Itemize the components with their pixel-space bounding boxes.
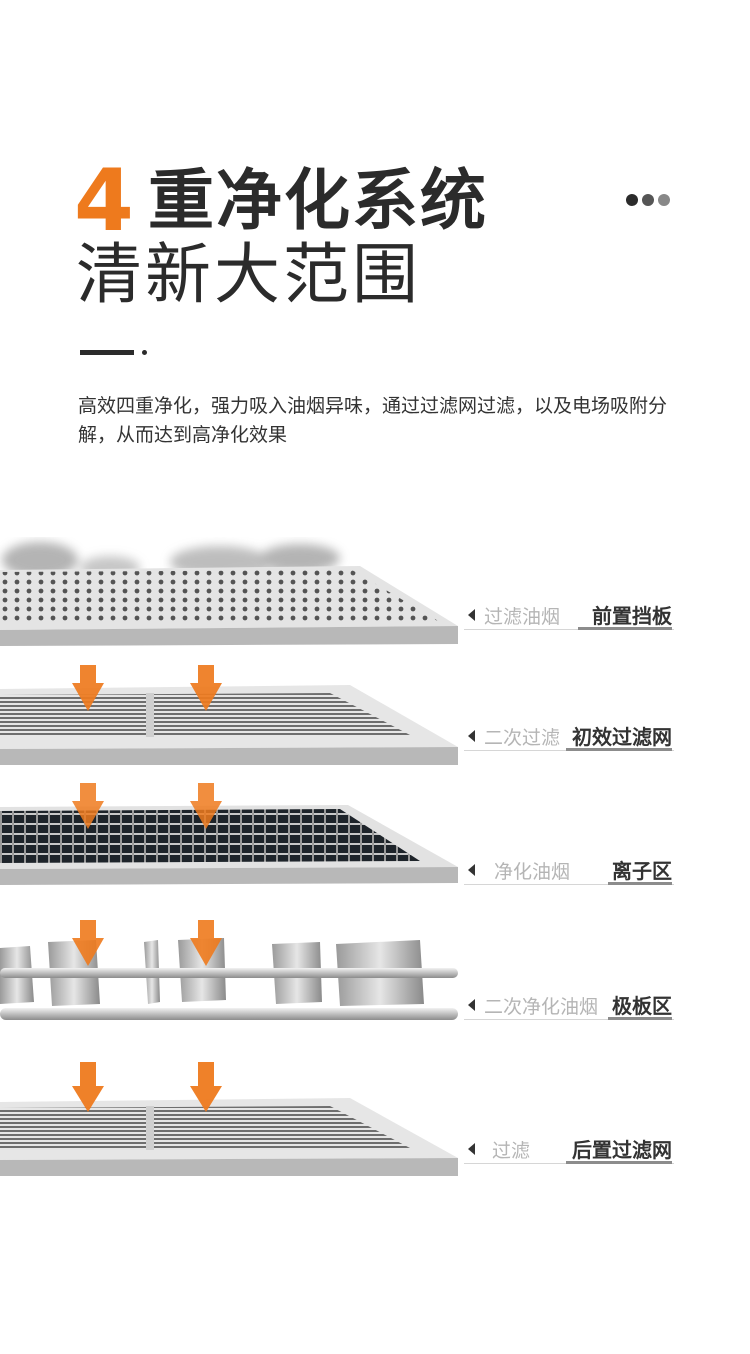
label-primary-filter: 二次过滤 初效过滤网	[464, 721, 674, 751]
label-underline-accent	[608, 1017, 672, 1020]
electrode-plates-illustration	[0, 920, 458, 1020]
divider-line	[80, 350, 134, 355]
label-underline-accent	[578, 627, 672, 630]
label-underline-accent	[566, 748, 672, 751]
label-underline	[464, 1019, 674, 1020]
layer-name: 初效过滤网	[572, 725, 672, 749]
layer-function: 净化油烟	[494, 861, 571, 883]
layer-name: 前置挡板	[592, 604, 672, 628]
heading-number: 4	[74, 151, 134, 251]
layer-front-baffle: 过滤油烟 前置挡板	[0, 560, 750, 660]
dot	[626, 194, 638, 206]
pointer-left-icon	[468, 864, 475, 876]
pointer-left-icon	[468, 609, 475, 621]
label-ion-zone: 净化油烟 离子区	[464, 855, 674, 885]
dot	[642, 194, 654, 206]
layer-name: 离子区	[612, 859, 672, 883]
pointer-left-icon	[468, 730, 475, 742]
layer-name: 后置过滤网	[572, 1138, 672, 1162]
label-underline-accent	[608, 882, 672, 885]
filter-plate-illustration	[0, 665, 458, 765]
perforated-plate-illustration	[0, 566, 458, 646]
layer-function: 二次过滤	[484, 727, 561, 749]
divider-dot	[142, 350, 147, 355]
layer-ion-zone: 净化油烟 离子区	[0, 783, 750, 893]
label-underline-accent	[566, 1161, 672, 1164]
label-underline	[464, 884, 674, 885]
layer-function: 过滤油烟	[484, 606, 561, 628]
layer-plate-zone: 二次净化油烟 极板区	[0, 920, 750, 1030]
label-underline	[464, 629, 674, 630]
heading-subtitle: 清新大范围	[76, 236, 421, 313]
pointer-left-icon	[468, 1143, 475, 1155]
layer-rear-filter: 过滤 后置过滤网	[0, 1062, 750, 1182]
label-rear-filter: 过滤 后置过滤网	[464, 1134, 674, 1164]
heading-title: 重净化系统	[148, 162, 488, 239]
layer-function: 二次净化油烟	[484, 996, 599, 1018]
rear-filter-illustration	[0, 1062, 458, 1176]
label-plate-zone: 二次净化油烟 极板区	[464, 990, 674, 1020]
more-dots-icon	[626, 194, 670, 206]
label-front-baffle: 过滤油烟 前置挡板	[464, 600, 674, 630]
description-text: 高效四重净化，强力吸入油烟异味，通过过滤网过滤，以及电场吸附分解，从而达到高净化…	[78, 395, 668, 446]
layer-name: 极板区	[612, 994, 672, 1018]
ion-grid-illustration	[0, 783, 458, 885]
layer-function: 过滤	[492, 1140, 531, 1162]
pointer-left-icon	[468, 999, 475, 1011]
dot	[658, 194, 670, 206]
layer-primary-filter: 二次过滤 初效过滤网	[0, 665, 750, 775]
